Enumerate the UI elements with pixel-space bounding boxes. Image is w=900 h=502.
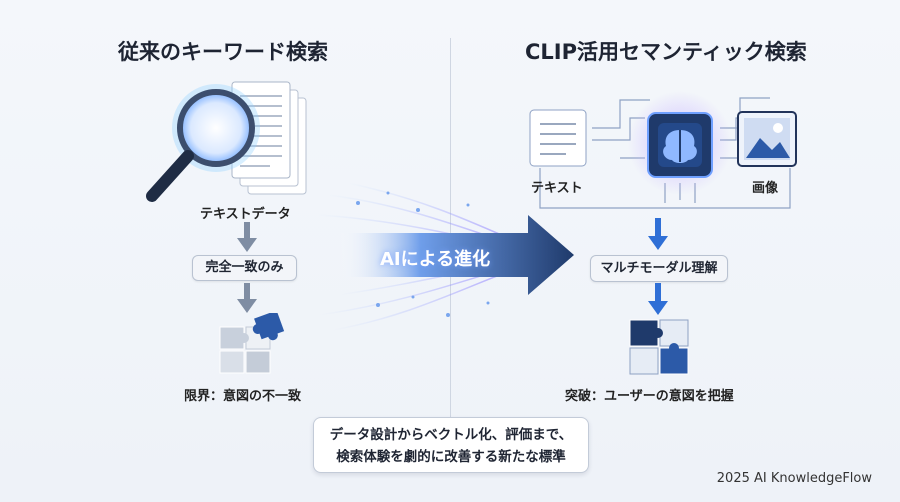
evolution-arrow-label: AIによる進化 [380, 249, 491, 270]
right-down-arrow-1 [648, 218, 668, 250]
left-process-pill: 完全一致のみ [192, 255, 297, 281]
right-down-arrow-2 [648, 283, 668, 315]
left-down-arrow-2 [237, 283, 257, 313]
multimodal-input-graphic [529, 91, 797, 209]
right-title: CLIP活用セマンティック検索 [525, 40, 807, 64]
mismatched-puzzle-icon [219, 313, 285, 374]
matched-puzzle-icon [629, 319, 689, 375]
left-down-arrow-1 [237, 222, 257, 252]
ai-chip-icon [647, 112, 713, 178]
summary-caption-box: データ設計からベクトル化、評価まで、 検索体験を劇的に改善する新たな標準 [313, 417, 589, 473]
right-image-input-label: 画像 [752, 181, 779, 196]
footer-credit: 2025 AI KnowledgeFlow [716, 471, 872, 486]
left-source-label: テキストデータ [200, 207, 291, 222]
caption-line-2: 検索体験を劇的に改善する新たな標準 [336, 449, 566, 465]
document-icon [529, 109, 587, 167]
magnifier-documents-icon [146, 81, 307, 202]
right-process-pill: マルチモーダル理解 [590, 255, 728, 282]
particle-dots [356, 191, 490, 317]
left-result-label: 限界：意図の不一致 [184, 389, 302, 404]
left-title: 従来のキーワード検索 [118, 40, 328, 64]
right-text-input-label: テキスト [531, 181, 583, 196]
caption-line-1: データ設計からベクトル化、評価まで、 [329, 427, 573, 443]
image-icon [737, 111, 797, 167]
right-result-label: 突破：ユーザーの意図を把握 [565, 389, 734, 404]
evolution-arrow [318, 182, 574, 331]
